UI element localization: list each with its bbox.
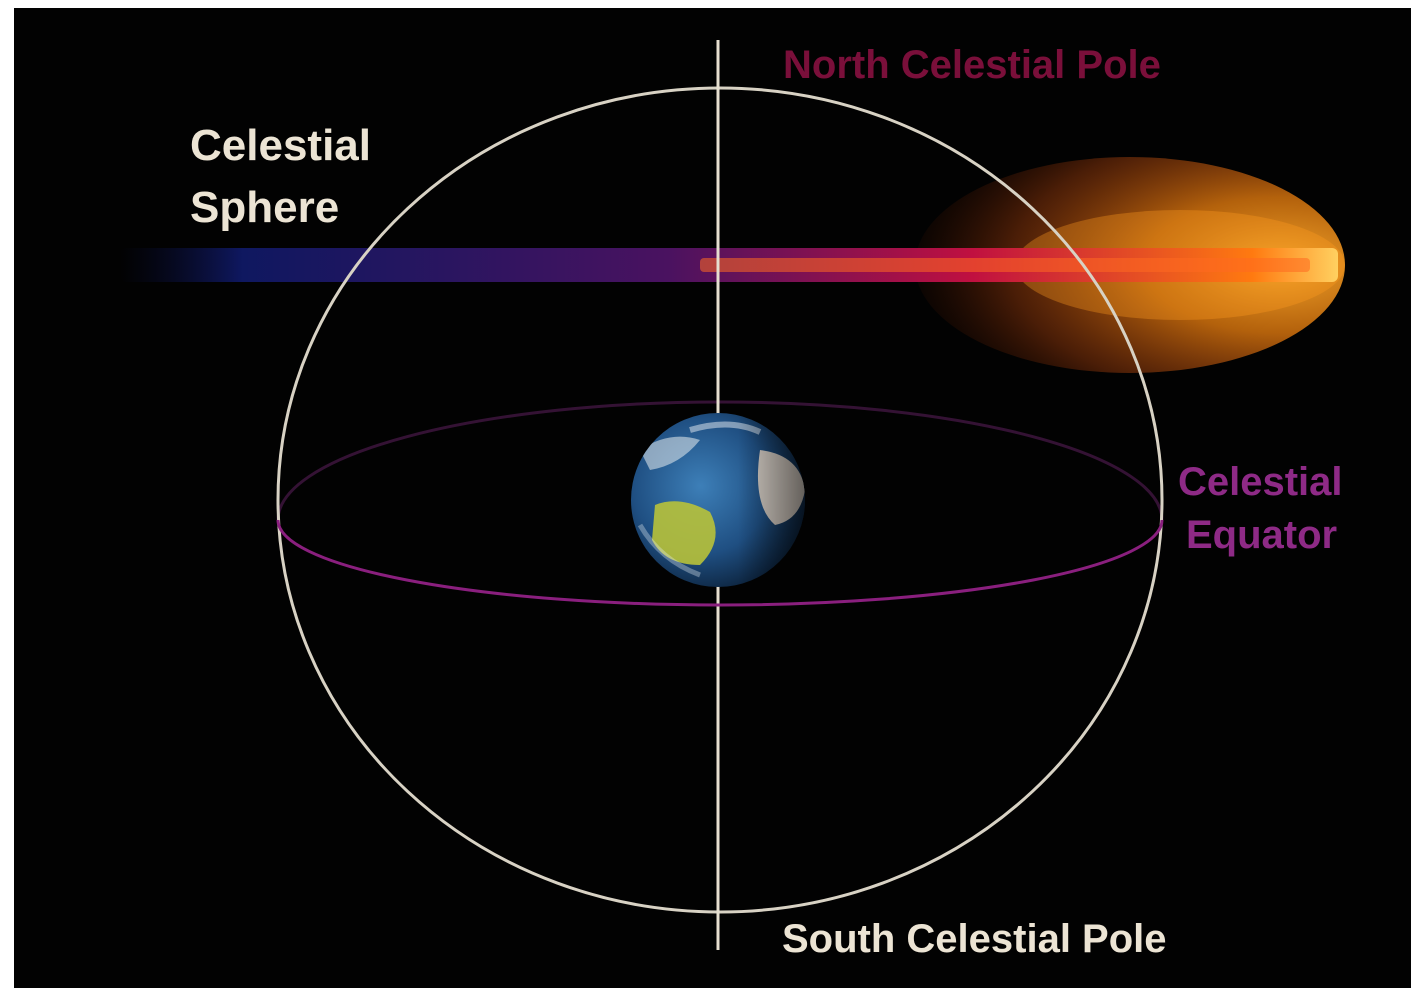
celestial-equator-label-line2: Equator (1186, 513, 1337, 557)
celestial-equator-back (276, 400, 1164, 521)
celestial-equator-front (276, 519, 1164, 607)
earth-globe-icon (631, 413, 805, 587)
celestial-equator-label-line1: Celestial (1178, 460, 1343, 504)
south-celestial-pole-label: South Celestial Pole (782, 917, 1167, 961)
north-celestial-pole-label: North Celestial Pole (783, 43, 1161, 87)
celestial-sphere-label-line2: Sphere (190, 183, 339, 232)
sun-beam-core (700, 258, 1310, 272)
celestial-sphere-outline (276, 86, 1164, 914)
celestial-sphere-label-line1: Celestial (190, 121, 371, 170)
